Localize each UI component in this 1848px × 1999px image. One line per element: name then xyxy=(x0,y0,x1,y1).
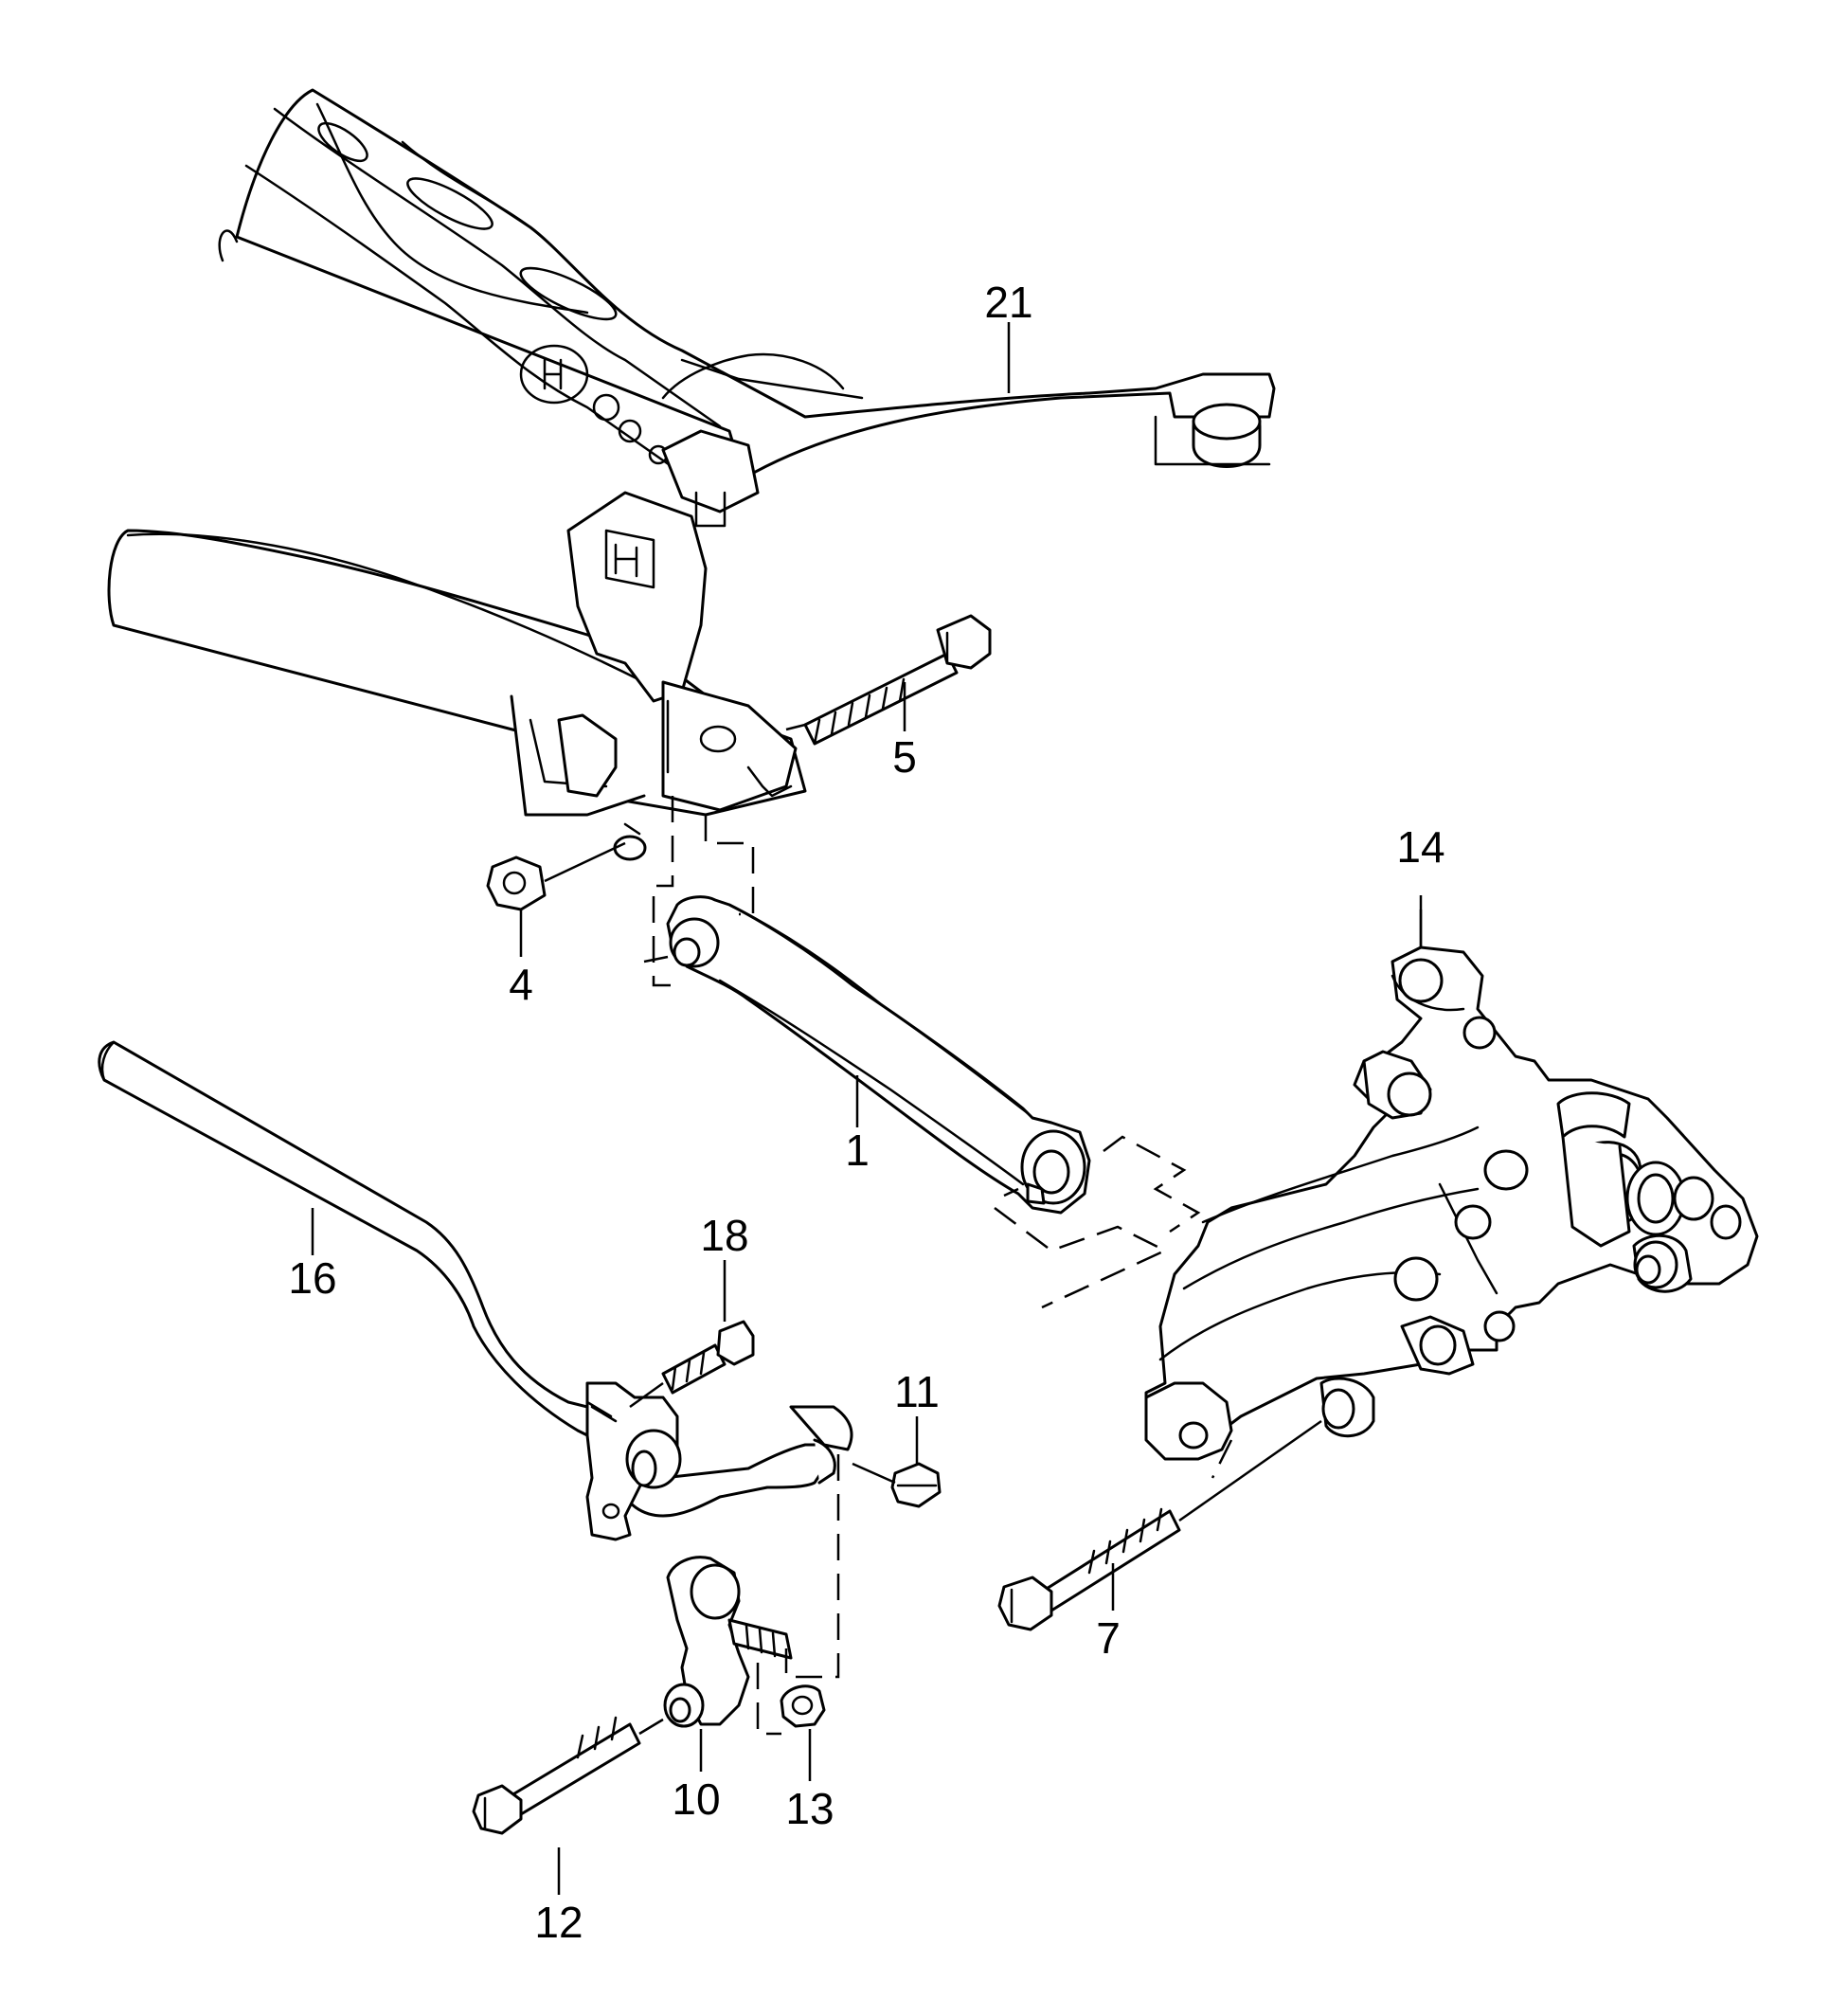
callout-4: 4 xyxy=(509,960,533,1009)
subframe-lower-part xyxy=(107,491,807,861)
callout-11: 11 xyxy=(894,1367,940,1416)
hex-bolt-lower-part[interactable] xyxy=(997,1419,1322,1631)
hex-bolt-upper-part[interactable] xyxy=(785,614,992,746)
callout-13: 13 xyxy=(785,1784,834,1833)
callout-7: 7 xyxy=(1096,1613,1121,1663)
transverse-link-part[interactable] xyxy=(643,895,1091,1215)
subframe-part[interactable] xyxy=(218,88,1276,528)
callout-10: 10 xyxy=(672,1774,720,1824)
assembly-dashed-lines xyxy=(652,796,1233,1736)
stabilizer-nut-part[interactable] xyxy=(852,1462,942,1508)
callout-5: 5 xyxy=(892,732,917,782)
hex-nut-upper-part[interactable] xyxy=(486,841,626,911)
wheel-bearing-housing-part[interactable] xyxy=(1144,909,1759,1461)
callout-14: 14 xyxy=(1396,822,1444,872)
clamp-bolt-part[interactable] xyxy=(629,1320,755,1409)
coupling-rod-bolt-part[interactable] xyxy=(472,1716,664,1835)
callout-leaders xyxy=(311,322,1423,1895)
callout-1: 1 xyxy=(845,1126,870,1175)
callout-12: 12 xyxy=(534,1898,583,1947)
stabilizer-bar-part[interactable] xyxy=(98,1040,853,1541)
callout-labels: 21 5 4 1 14 16 18 11 7 10 12 13 xyxy=(288,278,1444,1947)
callout-16: 16 xyxy=(288,1253,336,1303)
callout-21: 21 xyxy=(984,278,1032,327)
coupling-rod-part[interactable] xyxy=(663,1556,793,1728)
callout-18: 18 xyxy=(700,1211,748,1260)
coupling-rod-nut-part[interactable] xyxy=(780,1684,826,1728)
